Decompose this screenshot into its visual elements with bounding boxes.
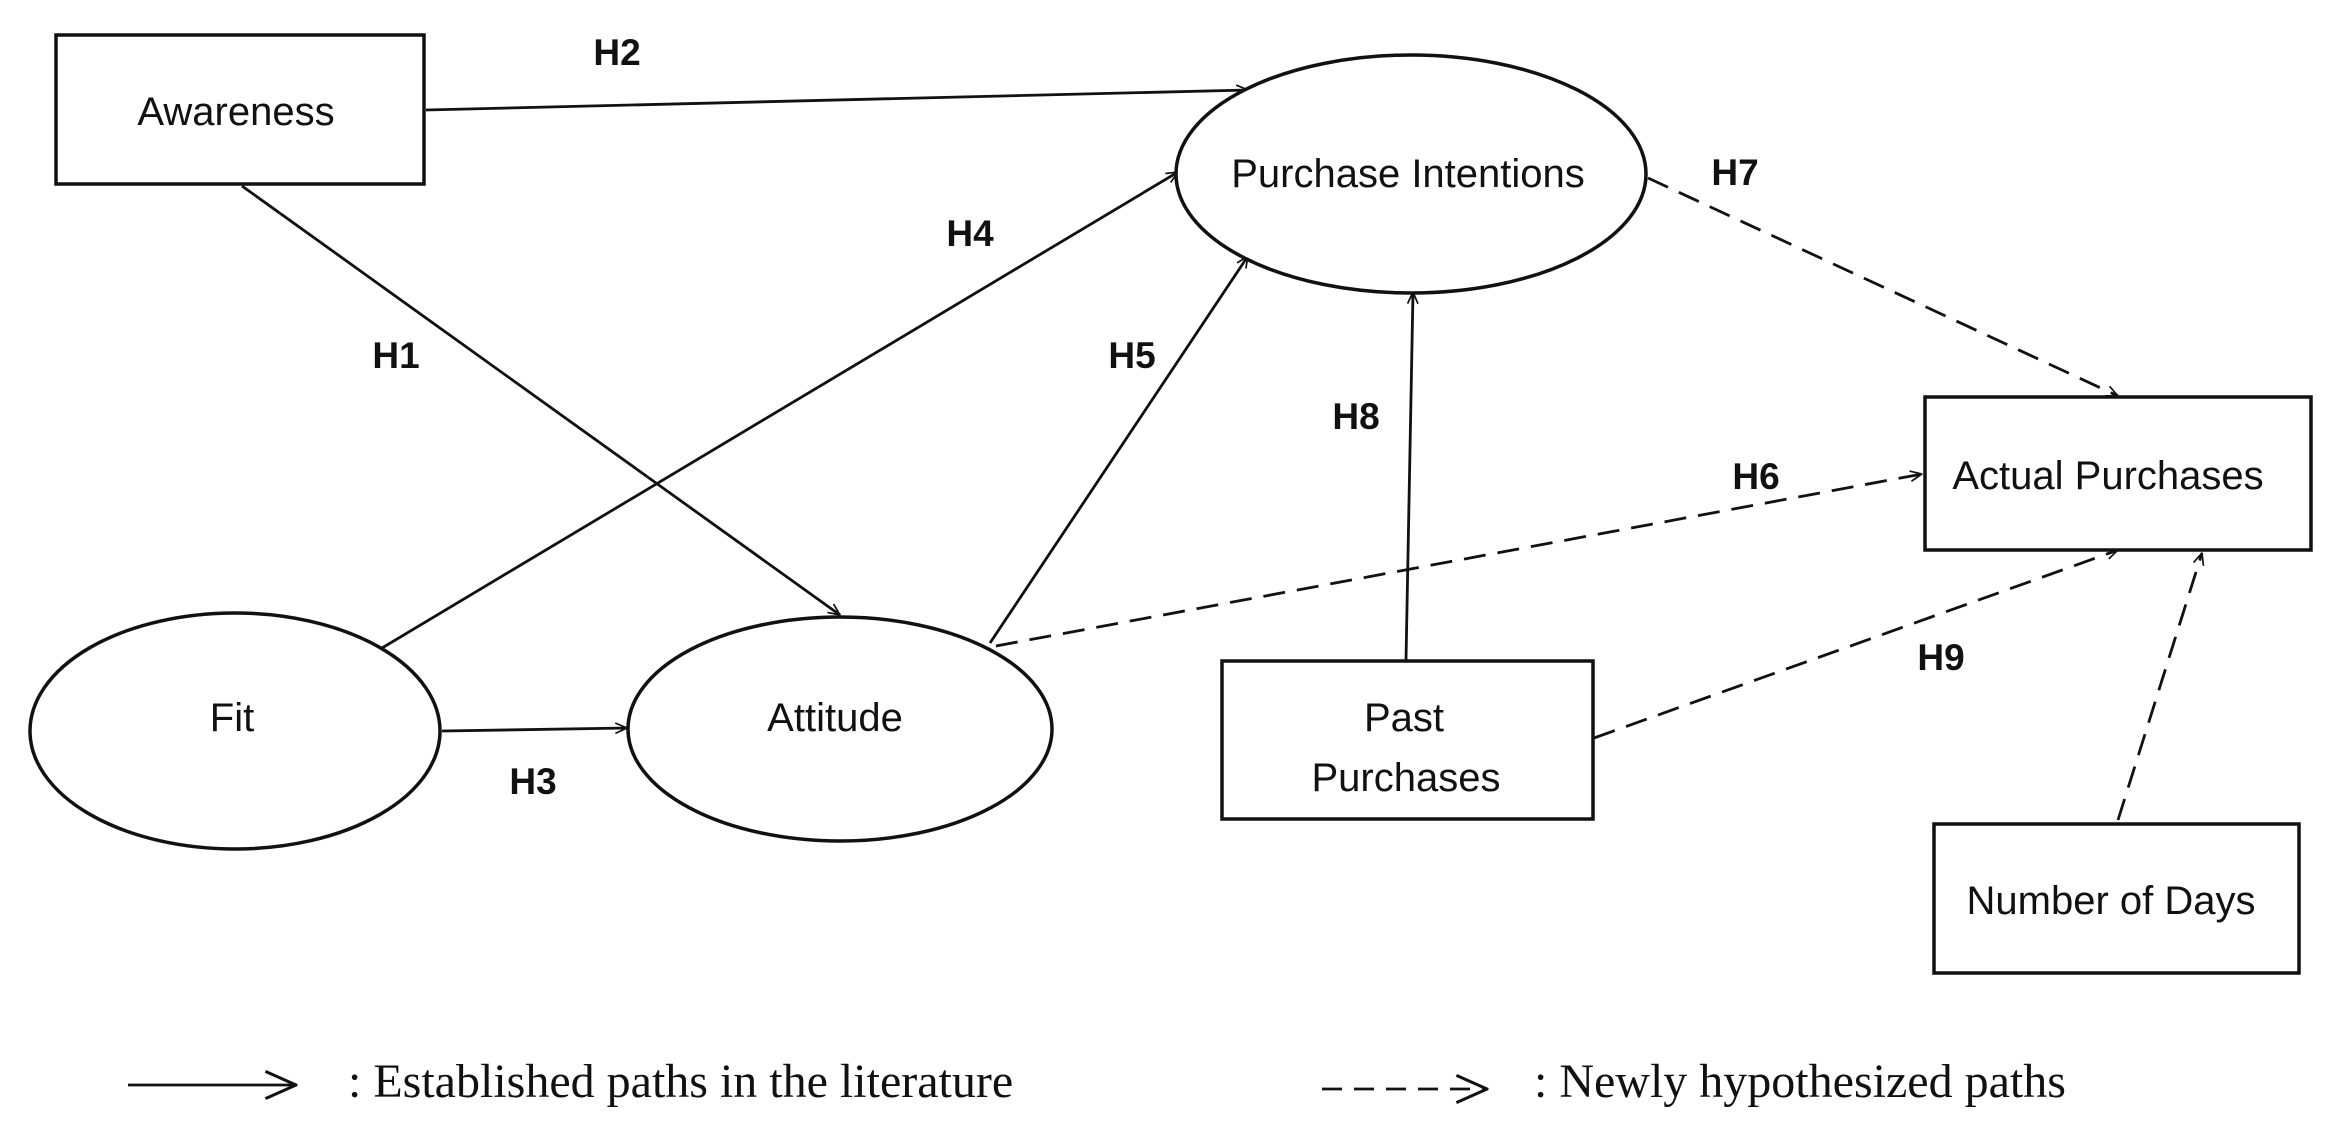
edge-h2 — [425, 90, 1248, 112]
node-actual-purchases-label: Actual Purchases — [1952, 454, 2263, 498]
edge-days — [2116, 553, 2202, 821]
label-h7: H7 — [1711, 152, 1758, 193]
node-actual-purchases: Actual Purchases — [1923, 395, 2313, 552]
legend: : Established paths in the literature : … — [128, 1055, 2066, 1108]
node-number-of-days: Number of Days — [1932, 822, 2301, 975]
node-fit: Fit — [28, 611, 442, 851]
node-awareness-label: Awareness — [137, 90, 334, 134]
label-h1: H1 — [372, 335, 419, 376]
node-attitude: Attitude — [626, 615, 1054, 843]
node-awareness: Awareness — [54, 33, 426, 186]
node-past-purchases-line1: Past — [1364, 696, 1444, 740]
legend-established: : Established paths in the literature — [128, 1055, 1013, 1108]
legend-established-text: : Established paths in the literature — [348, 1055, 1013, 1108]
edge-h1 — [241, 184, 840, 615]
node-attitude-label: Attitude — [767, 696, 903, 740]
node-past-purchases: Past Purchases — [1220, 659, 1595, 821]
node-fit-label: Fit — [210, 696, 254, 740]
edge-h6 — [995, 474, 1922, 648]
node-purchase-intentions-label: Purchase Intentions — [1231, 152, 1585, 196]
label-h3: H3 — [509, 761, 556, 802]
label-h9: H9 — [1917, 637, 1964, 678]
node-number-of-days-label: Number of Days — [1967, 879, 2256, 923]
label-h2: H2 — [593, 32, 640, 73]
label-h4: H4 — [946, 213, 994, 254]
label-h5: H5 — [1108, 335, 1155, 376]
label-h6: H6 — [1732, 456, 1779, 497]
edge-h5 — [988, 256, 1250, 644]
legend-new-text: : Newly hypothesized paths — [1534, 1055, 2066, 1108]
edge-h3 — [441, 728, 627, 731]
label-h8: H8 — [1332, 396, 1379, 437]
edge-h8 — [1404, 292, 1413, 661]
edge-h9 — [1593, 550, 2118, 740]
legend-new: : Newly hypothesized paths — [1322, 1055, 2066, 1108]
edge-h4 — [381, 170, 1178, 650]
node-purchase-intentions: Purchase Intentions — [1174, 53, 1648, 295]
node-past-purchases-line2: Purchases — [1312, 756, 1501, 800]
edge-h7 — [1647, 176, 2118, 398]
